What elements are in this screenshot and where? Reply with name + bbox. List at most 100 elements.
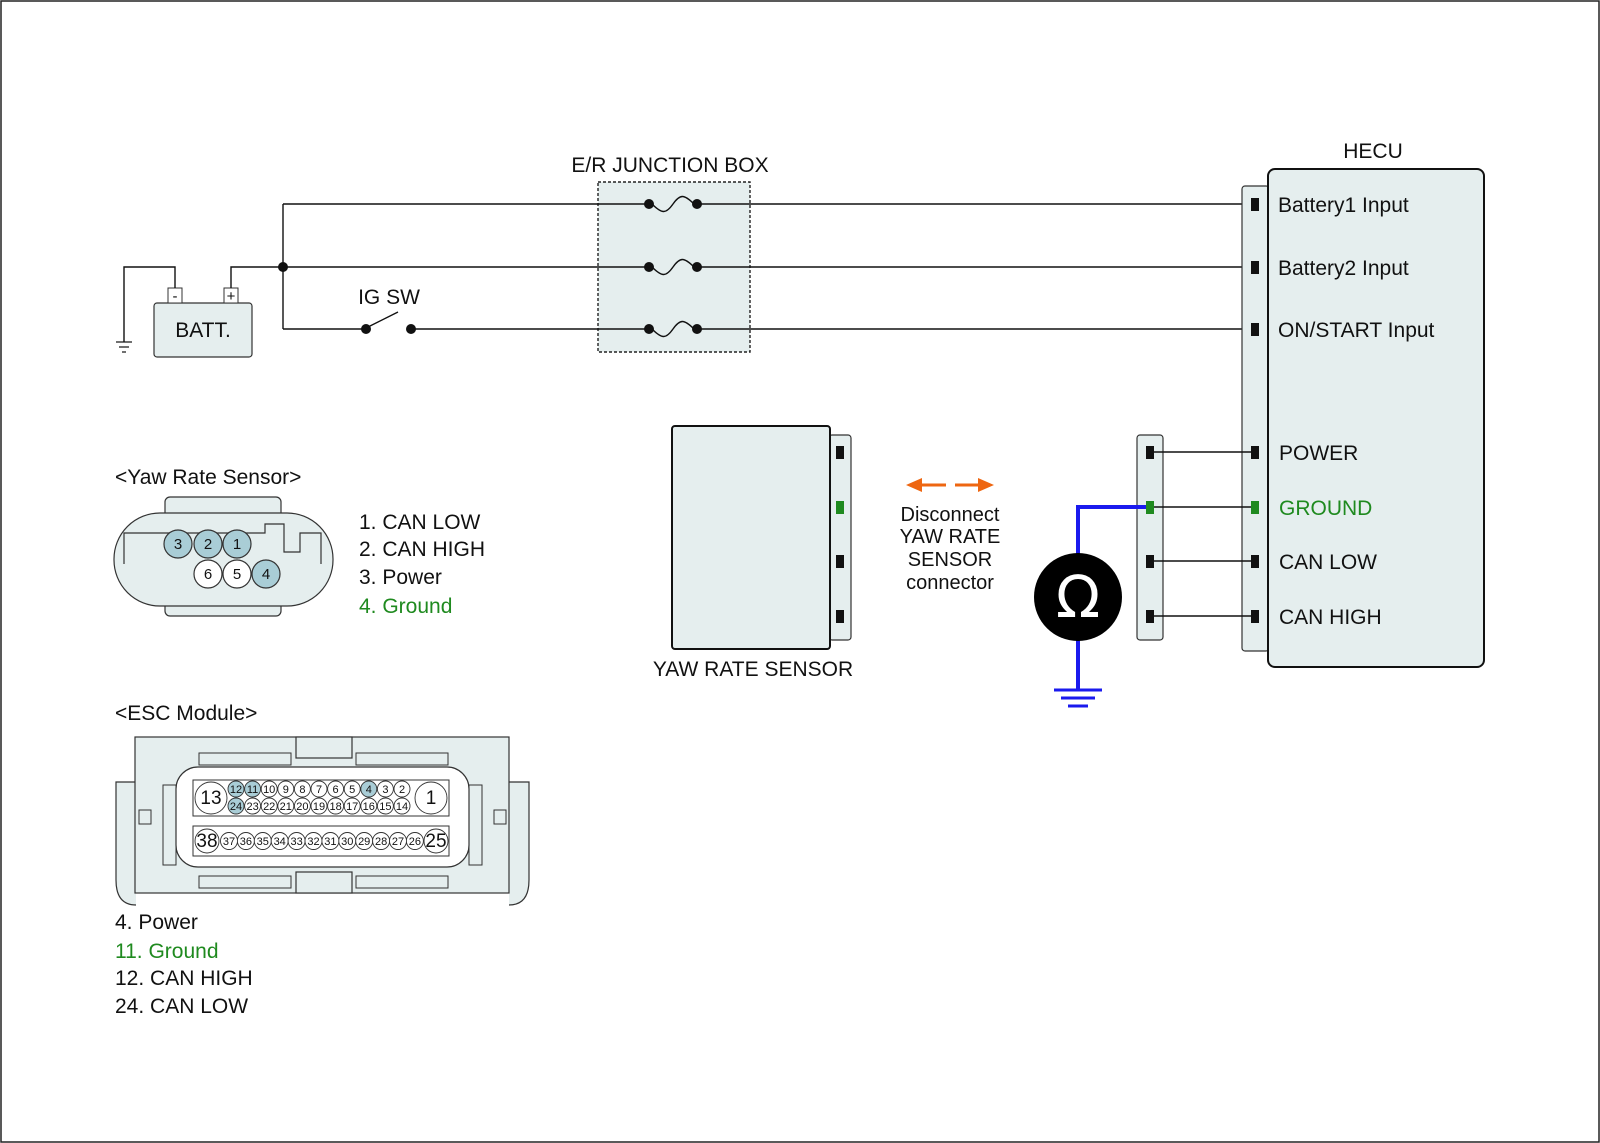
battery-ground-symbol xyxy=(116,341,132,353)
esc-pin-label: 32 xyxy=(307,836,319,848)
yaw-pin xyxy=(251,559,281,589)
esc-pin-label: 27 xyxy=(392,836,404,848)
yaw-legend-1: 1. CAN LOW xyxy=(359,511,481,534)
esc-pin-label: 22 xyxy=(263,801,275,813)
hecu-input-battery1: Battery1 Input xyxy=(1278,194,1409,217)
esc-pin-label: 6 xyxy=(333,784,339,796)
yaw-pin-label: 6 xyxy=(204,566,212,583)
esc-pin-label: 30 xyxy=(341,836,353,848)
yaw-pin xyxy=(193,559,223,589)
esc-pin xyxy=(310,797,328,815)
esc-pin-label: 16 xyxy=(363,801,375,813)
hecu-label-power: POWER xyxy=(1279,442,1358,465)
esc-pin xyxy=(393,780,411,798)
esc-pin-label: 28 xyxy=(375,836,387,848)
hecu-pin-battery2 xyxy=(1251,261,1259,274)
yaw-sensor-connector xyxy=(828,434,852,641)
yaw-pin xyxy=(163,529,193,559)
esc-pin-label: 38 xyxy=(196,831,217,852)
esc-legend-4: 24. CAN LOW xyxy=(115,995,248,1018)
fuse-icon xyxy=(644,320,702,338)
hecu-input-on-start: ON/START Input xyxy=(1278,319,1435,342)
fuse-icon xyxy=(644,195,702,213)
esc-pin xyxy=(327,780,345,798)
esc-pin-label: 5 xyxy=(349,784,355,796)
esc-pin xyxy=(423,828,449,854)
esc-pin-label: 2 xyxy=(399,784,405,796)
hecu-pin-ground xyxy=(1251,501,1259,514)
battery: BATT. - + xyxy=(153,287,253,358)
junction-box-title: E/R JUNCTION BOX xyxy=(571,154,768,177)
ohmmeter-icon xyxy=(1034,553,1122,641)
esc-pin xyxy=(360,797,378,815)
esc-pin xyxy=(194,781,228,815)
esc-pin xyxy=(277,780,295,798)
harness-connector xyxy=(1136,434,1164,641)
esc-pin-label: 3 xyxy=(382,784,388,796)
esc-pin xyxy=(227,780,245,798)
harness-pin-ground xyxy=(1146,501,1154,514)
esc-pin xyxy=(277,797,295,815)
esc-pin xyxy=(343,780,361,798)
esc-pin xyxy=(244,797,262,815)
yaw-connector-face xyxy=(113,496,334,617)
yaw-legend-3: 3. Power xyxy=(359,566,442,589)
esc-pin-label: 11 xyxy=(247,784,258,796)
esc-pin-label: 12 xyxy=(230,784,242,796)
esc-pin-label: 9 xyxy=(283,784,289,796)
esc-pin xyxy=(260,780,278,798)
esc-pin xyxy=(360,780,378,798)
esc-legend-1: 4. Power xyxy=(115,911,198,934)
hecu-input-battery2: Battery2 Input xyxy=(1278,257,1409,280)
hecu-box xyxy=(1267,168,1485,668)
esc-pin-label: 23 xyxy=(246,801,258,813)
disconnect-note-line1: Disconnect xyxy=(901,504,1000,526)
esc-pin xyxy=(293,797,311,815)
esc-pin-label: 36 xyxy=(240,836,252,848)
battery-ground-wire xyxy=(123,266,176,342)
esc-pin xyxy=(327,797,345,815)
esc-pin xyxy=(244,780,262,798)
yaw-pin-label: 2 xyxy=(204,536,212,553)
yaw-pin-label: 4 xyxy=(262,566,270,583)
esc-pin xyxy=(227,797,245,815)
esc-pin xyxy=(405,832,424,850)
esc-pin xyxy=(194,828,220,854)
yaw-pin-label: 5 xyxy=(233,566,241,583)
disconnect-arrows-icon xyxy=(906,478,994,492)
battery-body xyxy=(153,302,253,358)
battery-pos-label: + xyxy=(227,288,236,305)
meter-lead-probe xyxy=(1076,505,1146,560)
yaw-pin-label: 1 xyxy=(233,536,241,553)
yaw-pin xyxy=(222,529,252,559)
ohmmeter-symbol: Ω xyxy=(1056,563,1100,631)
hecu-label-ground: GROUND xyxy=(1279,497,1372,520)
hecu-title: HECU xyxy=(1343,140,1403,163)
esc-pin-label: 33 xyxy=(290,836,302,848)
battery-positive-wire xyxy=(230,266,283,288)
esc-pin xyxy=(393,797,411,815)
disconnect-note-line4: connector xyxy=(906,572,994,594)
yaw-sensor-pin xyxy=(836,555,844,568)
hecu-pin-power xyxy=(1251,446,1259,459)
esc-pin xyxy=(414,781,448,815)
esc-pin-label: 21 xyxy=(280,801,292,813)
yaw-sensor-body xyxy=(671,425,831,650)
harness-pin-can-low xyxy=(1146,555,1154,568)
esc-pin-label: 35 xyxy=(257,836,269,848)
esc-pin-label: 24 xyxy=(230,801,242,813)
esc-pin xyxy=(343,797,361,815)
hecu-connector-strip xyxy=(1241,185,1270,652)
esc-pin xyxy=(293,780,311,798)
yaw-sensor-label: YAW RATE SENSOR xyxy=(653,658,853,681)
esc-connector-face xyxy=(115,736,530,906)
hecu-pin-battery1 xyxy=(1251,198,1259,211)
yaw-sensor-pin xyxy=(836,610,844,623)
meter-ground-symbol xyxy=(1054,688,1102,708)
yaw-legend-4: 4. Ground xyxy=(359,595,452,618)
esc-pin-label: 18 xyxy=(329,801,341,813)
esc-pin-label: 25 xyxy=(425,831,446,852)
hecu-pin-can-high xyxy=(1251,610,1259,623)
harness-pin-can-high xyxy=(1146,610,1154,623)
